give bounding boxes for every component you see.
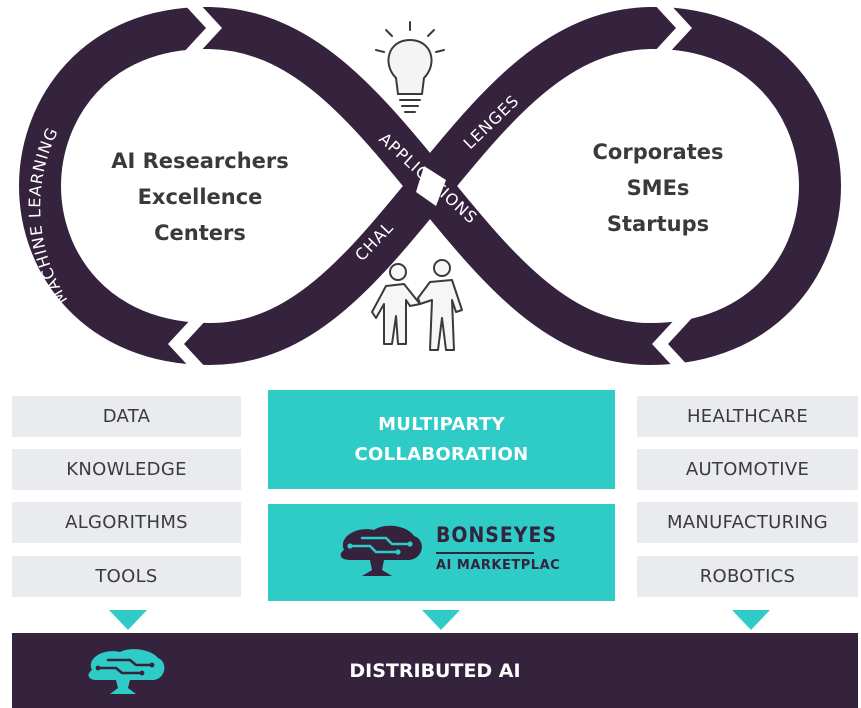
lightbulb-icon [375,21,445,113]
list-item-healthcare: HEALTHCARE [637,396,858,437]
band-gap-bottom-left [168,318,208,370]
list-item-manufacturing: MANUFACTURING [637,502,858,543]
list-item-algorithms: ALGORITHMS [12,502,241,543]
list-item-robotics: ROBOTICS [637,556,858,597]
list-item-knowledge: KNOWLEDGE [12,449,241,490]
brand-sub: AI MARKETPLAC [436,558,561,573]
band-gap-top-right [652,2,692,54]
bonseyes-tree-logo-icon [88,649,165,694]
band-gap-top-left [182,2,222,54]
left-title-line: Excellence Centers [137,185,263,245]
brand-name: BONSEYES [436,523,557,547]
multiparty-line: MULTIPARTY [378,413,505,435]
brand-underline [436,552,534,554]
left-loop-title: AI Researchers Excellence Centers [90,143,310,251]
distributed-ai-label: DISTRIBUTED AI [349,659,521,682]
down-arrow-right [732,610,770,630]
handshake-people-icon [371,259,463,351]
list-item-data: DATA [12,396,241,437]
bonseyes-tree-logo-icon [340,525,422,576]
down-arrow-center [422,610,460,630]
right-title-line: Corporates [592,140,724,164]
band-gap-center [416,166,446,206]
list-item-tools: TOOLS [12,556,241,597]
multiparty-line: COLLABORATION [354,443,529,465]
left-title-line: AI Researchers [111,149,289,173]
infinity-loop: MACHINE LEARNING INDUSTRIAL PROBLEMS APP… [19,2,841,370]
down-arrow-left [109,610,147,630]
right-loop-title: Corporates SMEs Startups [568,134,748,242]
right-title-line: Startups [606,212,710,236]
band-gap-bottom-right [652,318,692,370]
right-title-line: SMEs [626,176,690,200]
list-item-automotive: AUTOMOTIVE [637,449,858,490]
multiparty-collaboration-box: MULTIPARTY COLLABORATION [268,390,615,489]
